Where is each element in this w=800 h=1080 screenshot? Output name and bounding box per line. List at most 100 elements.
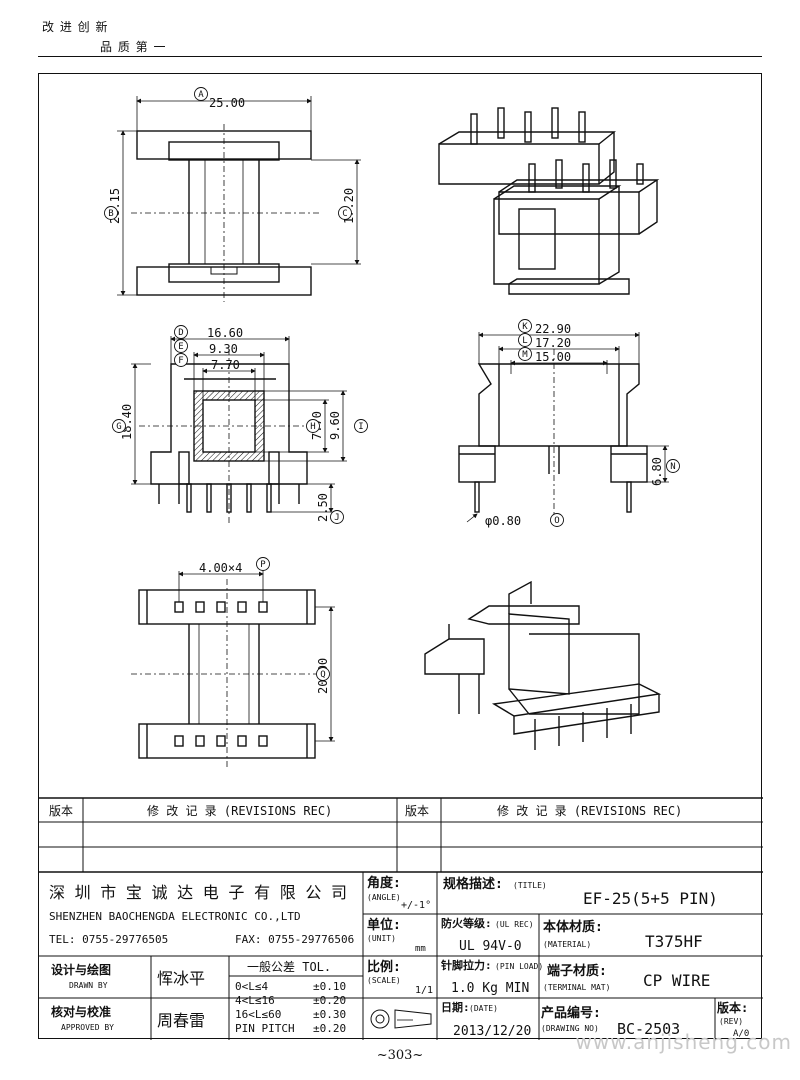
svg-text:J: J	[334, 513, 339, 523]
tolerance-value: ±0.20	[313, 1022, 346, 1035]
tolerance-range: PIN PITCH	[235, 1022, 295, 1035]
drawn-by-label-en: DRAWN BY	[69, 981, 108, 990]
date-value: 2013/12/20	[453, 1024, 531, 1039]
angle-value: +/-1°	[401, 900, 431, 911]
drawing-no-label: 产品编号:	[541, 1005, 601, 1021]
drawn-by-value: 恽冰平	[157, 969, 205, 988]
marker-o: O	[550, 513, 564, 527]
dim-f: 7.70	[211, 358, 240, 372]
svg-text:M: M	[522, 350, 528, 360]
marker-j: J	[330, 510, 344, 524]
company-tel: TEL: 0755-29776505	[49, 933, 168, 946]
svg-text:F: F	[178, 356, 183, 366]
marker-f: F	[174, 353, 188, 367]
material-label: 本体材质:	[543, 919, 603, 935]
svg-text:G: G	[116, 422, 121, 432]
tolerance-value: ±0.20	[313, 994, 346, 1007]
dim-j: 2.50	[316, 493, 330, 522]
ul-label: 防火等级:	[441, 916, 492, 930]
ul-label-en: (UL REC)	[495, 920, 534, 929]
watermark: www.anjisheng.com	[575, 1030, 792, 1054]
dim-e: 9.30	[209, 342, 238, 356]
tolerance-value: ±0.10	[313, 980, 346, 993]
svg-text:A: A	[198, 90, 204, 100]
unit-label: 单位:	[367, 917, 401, 933]
drawing-no-label-en: (DRAWING NO)	[541, 1024, 599, 1033]
drawn-by-label: 设计与绘图	[51, 962, 111, 977]
marker-b: B	[104, 206, 118, 220]
marker-i: I	[354, 419, 368, 433]
title-label: 规格描述:	[443, 876, 503, 892]
marker-g: G	[112, 419, 126, 433]
marker-l: L	[518, 333, 532, 347]
svg-text:N: N	[670, 462, 675, 472]
approved-by-label-en: APPROVED BY	[61, 1023, 114, 1032]
technical-drawing: 25.00 26.15 17.20 16.60 9.30 7.70 18.40 …	[39, 87, 763, 1040]
svg-text:B: B	[108, 209, 113, 219]
scale-label: 比例:	[367, 959, 401, 975]
ul-value: UL 94V-0	[459, 939, 522, 954]
terminal-label: 端子材质:	[547, 963, 607, 979]
svg-text:L: L	[522, 336, 527, 346]
dim-d: 16.60	[207, 326, 243, 340]
tolerance-range: 4<L≤16	[235, 994, 275, 1007]
rev-col-record-2: 修 改 记 录 (REVISIONS REC)	[497, 803, 682, 818]
slogan-line-2: 品 质 第 一	[100, 40, 167, 54]
marker-d: D	[174, 325, 188, 339]
title-block	[39, 797, 763, 1040]
svg-text:Q: Q	[320, 670, 325, 680]
isometric-view-2	[424, 580, 662, 750]
company-name-en: SHENZHEN BAOCHENGDA ELECTRONIC CO.,LTD	[49, 910, 301, 923]
pin-load-label: 针脚拉力:	[441, 958, 492, 972]
rev-value: A/0	[733, 1029, 749, 1039]
dim-m: 15.00	[535, 350, 571, 364]
rev-col-version-1: 版本	[49, 804, 73, 818]
drawing-no-value: BC-2503	[617, 1020, 680, 1038]
dim-p: 4.00×4	[199, 561, 242, 575]
material-value: T375HF	[645, 932, 703, 951]
side-view	[458, 363, 648, 513]
svg-text:I: I	[358, 422, 363, 432]
svg-text:H: H	[310, 422, 315, 432]
angle-label-en: (ANGLE)	[367, 893, 401, 902]
pin-load-value: 1.0 Kg MIN	[451, 981, 529, 996]
marker-c: C	[338, 206, 352, 220]
rev-col-record-1: 修 改 记 录 (REVISIONS REC)	[147, 803, 332, 818]
marker-k: K	[518, 319, 532, 333]
date-label: 日期:	[441, 1000, 470, 1014]
tolerance-title: 一般公差 TOL.	[247, 959, 331, 974]
company-name-cn: 深 圳 市 宝 诚 达 电 子 有 限 公 司	[49, 883, 347, 902]
svg-text:C: C	[342, 209, 347, 219]
angle-label: 角度:	[367, 875, 401, 891]
drawing-sheet: 25.00 26.15 17.20 16.60 9.30 7.70 18.40 …	[38, 73, 763, 1040]
rev-col-version-2: 版本	[405, 804, 429, 818]
company-fax: FAX: 0755-29776506	[235, 933, 354, 946]
scale-value: 1/1	[415, 985, 433, 996]
scale-label-en: (SCALE)	[367, 976, 401, 985]
terminal-label-en: (TERMINAL MAT)	[543, 983, 610, 992]
dim-a: 25.00	[209, 96, 245, 110]
marker-m: M	[518, 347, 532, 361]
marker-h: H	[306, 419, 320, 433]
unit-value: mm	[415, 944, 426, 954]
title-value: EF-25(5+5 PIN)	[583, 889, 718, 908]
header-rule	[38, 56, 762, 57]
marker-p: P	[256, 557, 270, 571]
svg-text:P: P	[260, 560, 266, 570]
approved-by-label: 核对与校准	[51, 1004, 111, 1019]
slogan-line-1: 改 进 创 新	[42, 20, 109, 34]
tolerance-range: 0<L≤4	[235, 980, 268, 993]
svg-text:O: O	[554, 516, 559, 526]
unit-label-en: (UNIT)	[367, 934, 396, 943]
marker-e: E	[174, 339, 188, 353]
material-label-en: (MATERIAL)	[543, 940, 591, 949]
marker-n: N	[666, 459, 680, 473]
page-number: ~303~	[376, 1048, 424, 1063]
dim-n: 6.80	[650, 457, 664, 486]
svg-text:D: D	[178, 328, 183, 338]
tolerance-range: 16<L≤60	[235, 1008, 281, 1021]
dim-l: 17.20	[535, 336, 571, 350]
approved-by-value: 周春雷	[157, 1011, 205, 1030]
marker-q: Q	[316, 667, 330, 681]
isometric-view-1	[438, 107, 660, 295]
